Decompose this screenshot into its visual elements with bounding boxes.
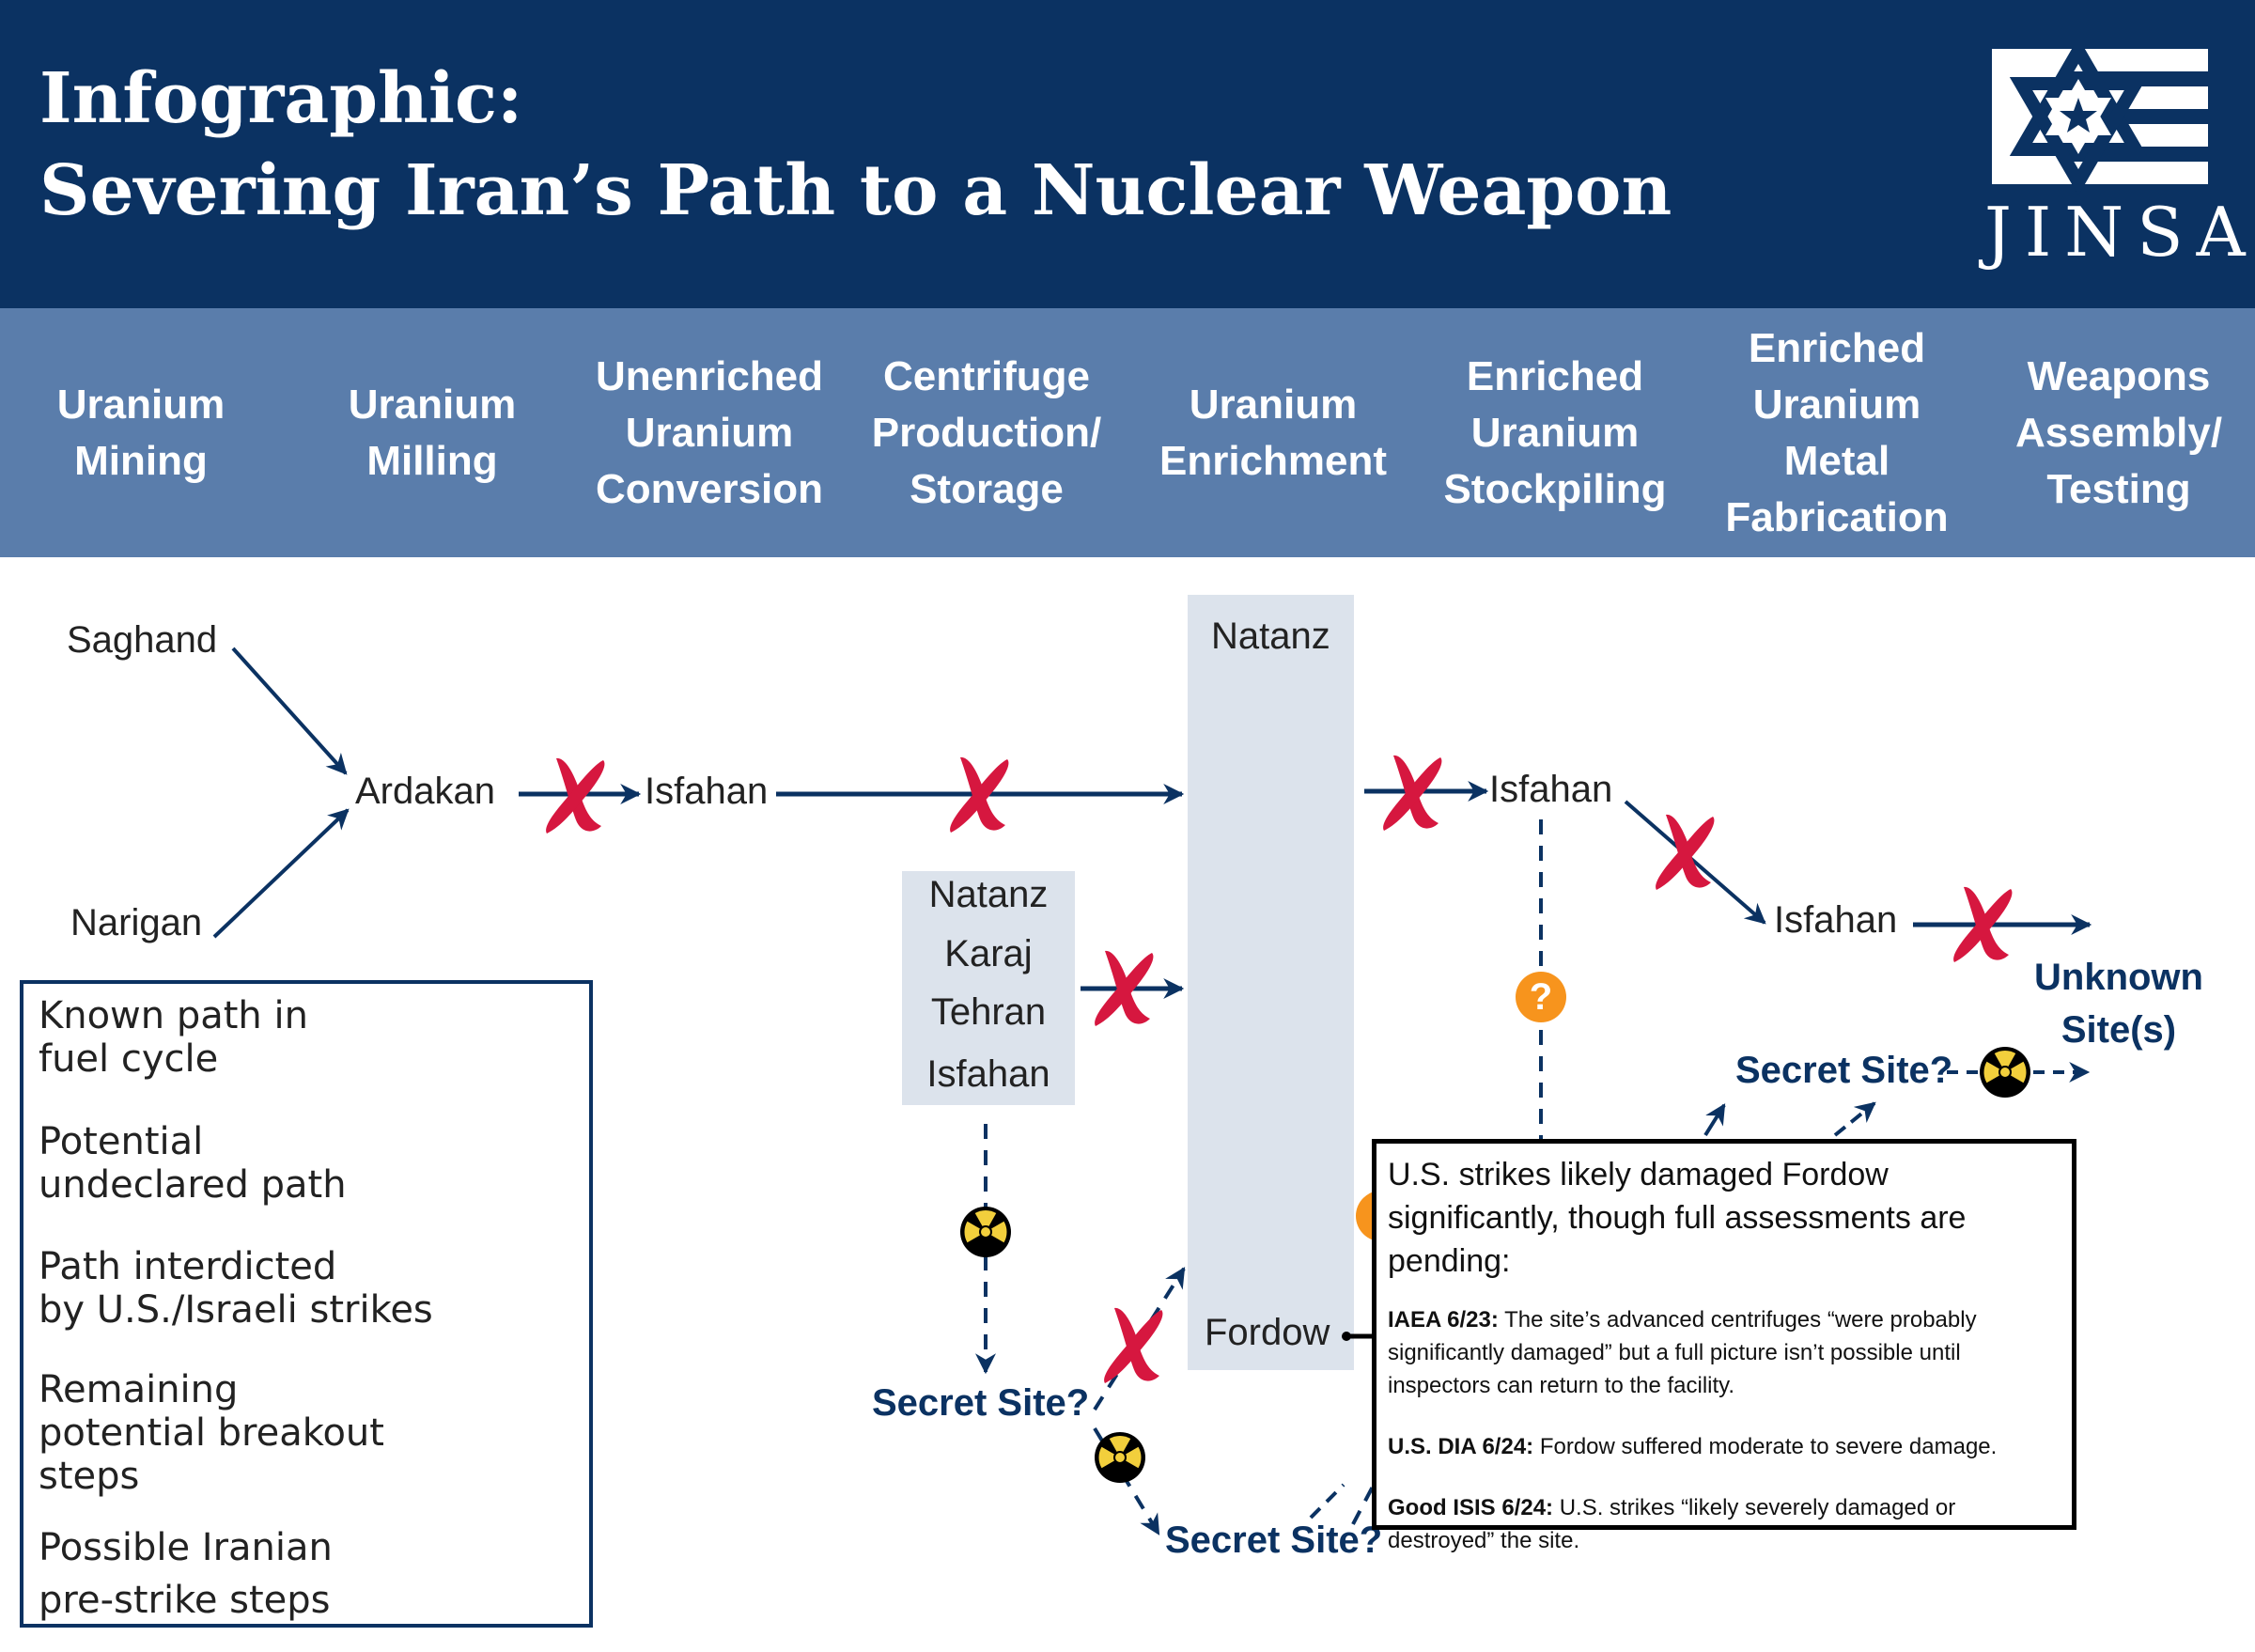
callout-entry-isis: Good ISIS 6/24: U.S. strikes “likely sev… bbox=[1388, 1491, 2061, 1557]
site-natanz-enrichment: Natanz bbox=[1211, 616, 1330, 657]
path-to-secret-metal bbox=[1703, 1103, 1726, 1137]
site-saghand: Saghand bbox=[67, 619, 218, 661]
stage-uranium-enrichment: Uranium Enrichment bbox=[1159, 381, 1388, 484]
stage-metal-fabrication: Enriched Uranium Metal Fabrication bbox=[1725, 324, 1949, 540]
radiation-icon bbox=[957, 1207, 1014, 1257]
dashed-path-lower-up bbox=[1309, 1483, 1345, 1520]
stage-uranium-mining: Uranium Mining bbox=[56, 381, 226, 484]
site-isfahan-metal: Isfahan bbox=[1774, 899, 1898, 941]
site-isfahan-stockpile: Isfahan bbox=[1489, 769, 1613, 810]
legend: Known path in fuel cycle Potential undec… bbox=[20, 980, 593, 1628]
entry-text: U.S. strikes “likely severely damaged or… bbox=[1388, 1495, 1956, 1553]
jinsa-logo-icon bbox=[1992, 45, 2208, 195]
page-title: Severing Iran’s Path to a Nuclear Weapon bbox=[39, 150, 1672, 231]
legend-known-path: Known path in fuel cycle bbox=[39, 994, 308, 1081]
site-fordow: Fordow bbox=[1205, 1312, 1330, 1353]
stage-uranium-milling: Uranium Milling bbox=[348, 381, 517, 484]
dashed-path-secret-lower bbox=[1093, 1426, 1160, 1535]
legend-pre-strike-steps: Possible Iranian pre-strike steps bbox=[39, 1526, 333, 1622]
callout-headline: U.S. strikes likely damaged Fordow signi… bbox=[1388, 1157, 1967, 1279]
legend-interdicted: Path interdicted by U.S./Israeli strikes bbox=[39, 1245, 433, 1332]
centrifuge-sites-box: Natanz Karaj Tehran Isfahan bbox=[902, 871, 1075, 1105]
centrifuge-site: Karaj bbox=[944, 933, 1033, 974]
interdicted-x-icon bbox=[1095, 950, 1154, 1026]
secret-site-lower: Secret Site? bbox=[1165, 1520, 1383, 1561]
centrifuge-site: Tehran bbox=[930, 991, 1047, 1033]
interdicted-x-icon bbox=[546, 757, 605, 834]
dashed-path-secret-fordow bbox=[1093, 1267, 1186, 1411]
secret-site-metal: Secret Site? bbox=[1735, 1050, 1953, 1091]
callout-entry-dia: U.S. DIA 6/24: Fordow suffered moderate … bbox=[1388, 1430, 2061, 1463]
interdicted-x-icon bbox=[1383, 755, 1442, 831]
entry-source: IAEA 6/23: bbox=[1388, 1307, 1499, 1333]
entry-text: The site’s advanced centrifuges “were pr… bbox=[1388, 1307, 1977, 1398]
path-isfahan-isfahan bbox=[1624, 800, 1766, 925]
site-narigan: Narigan bbox=[70, 902, 203, 943]
centrifuge-site: Isfahan bbox=[926, 1053, 1050, 1095]
legend-breakout-steps: Remaining potential breakout steps bbox=[39, 1368, 384, 1498]
question-icon bbox=[1516, 972, 1566, 1022]
entry-source: Good ISIS 6/24: bbox=[1388, 1495, 1554, 1520]
centrifuge-site: Natanz bbox=[928, 874, 1049, 915]
entry-text: Fordow suffered moderate to severe damag… bbox=[1533, 1434, 1998, 1459]
enrichment-sites-box bbox=[1188, 595, 1354, 1370]
radiation-icon bbox=[1092, 1432, 1148, 1483]
path-narigan-ardakan bbox=[212, 808, 350, 939]
site-isfahan-conversion: Isfahan bbox=[645, 771, 769, 812]
interdicted-x-icon bbox=[1104, 1307, 1163, 1383]
interdicted-x-icon bbox=[1656, 814, 1715, 890]
fordow-assessment-callout: U.S. strikes likely damaged Fordow signi… bbox=[1372, 1139, 2076, 1553]
title-line-1: Infographic: bbox=[39, 58, 523, 139]
stage-weapons-assembly: Weapons Assembly/ Testing bbox=[2014, 352, 2223, 512]
interdicted-x-icon bbox=[950, 756, 1009, 833]
stage-centrifuge-production: Centrifuge Production/ Storage bbox=[871, 352, 1102, 512]
callout-entry-iaea: IAEA 6/23: The site’s advanced centrifug… bbox=[1388, 1303, 2061, 1402]
dashed-path-lower-callout bbox=[1351, 1484, 1376, 1525]
stage-enriched-uranium-stockpiling: Enriched Uranium Stockpiling bbox=[1443, 352, 1667, 512]
header-banner: Infographic: Severing Iran’s Path to a N… bbox=[0, 0, 2255, 308]
secret-site-centrifuge: Secret Site? bbox=[872, 1382, 1090, 1424]
logo-text: JINSA bbox=[1984, 193, 2255, 272]
stage-unenriched-uranium-conversion: Unenriched Uranium Conversion bbox=[595, 352, 824, 512]
dashed-path-to-secret-metal bbox=[1833, 1101, 1876, 1137]
interdicted-x-icon bbox=[1953, 886, 2013, 962]
fuel-cycle-stages: Uranium Mining Uranium Milling Unenriche… bbox=[0, 308, 2255, 557]
entry-source: U.S. DIA 6/24: bbox=[1388, 1434, 1534, 1459]
path-saghand-ardakan bbox=[231, 647, 348, 775]
legend-undeclared-path: Potential undeclared path bbox=[39, 1120, 347, 1207]
site-ardakan: Ardakan bbox=[355, 771, 495, 812]
site-unknown: Unknown Site(s) bbox=[2034, 957, 2203, 1051]
